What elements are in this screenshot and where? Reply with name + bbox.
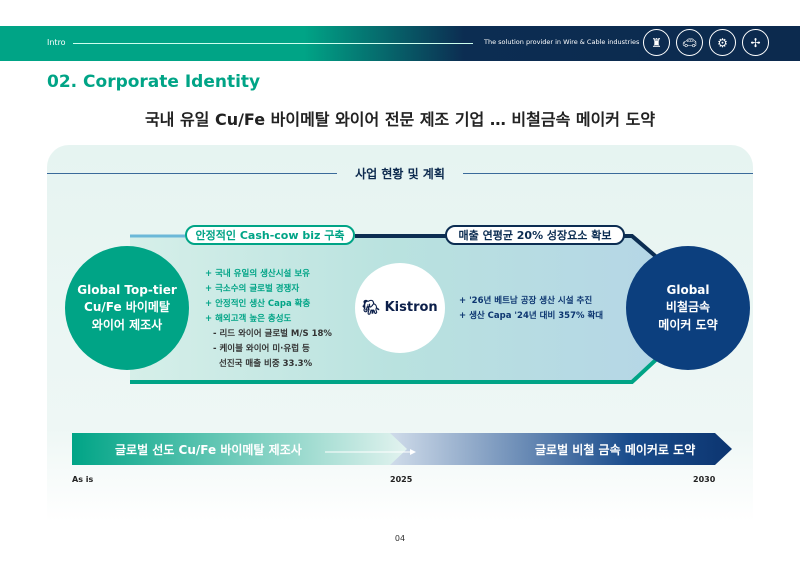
list-item: + 해외고객 높은 충성도: [205, 314, 292, 324]
list-item: + 생산 Capa '24년 대비 357% 확대: [459, 311, 604, 321]
circle-line: 와이어 제조사: [91, 317, 163, 332]
header-band: Intro The solution provider in Wire & Ca…: [0, 26, 800, 61]
ev-car-icon: 🚗︎: [676, 29, 703, 56]
page-title: 02. Corporate Identity: [47, 72, 261, 92]
list-item: + 국내 유일의 생산시설 보유: [205, 269, 310, 279]
appliance-icon: ⚙: [709, 29, 736, 56]
circle-line: Global Top-tier: [77, 282, 177, 297]
timeline-arrow-right: [390, 433, 732, 465]
section-title: 사업 현황 및 계획: [355, 167, 445, 181]
page-subtitle: 국내 유일 Cu/Fe 바이메탈 와이어 전문 제조 기업 … 비철금속 메이커…: [144, 110, 656, 129]
circle-line: 메이커 도약: [658, 317, 718, 332]
list-item: - 케이블 와이어 미·유럽 등: [213, 344, 310, 354]
tagline: The solution provider in Wire & Cable in…: [484, 38, 640, 46]
circle-line: Global: [666, 282, 710, 297]
pill-growth: 매출 연평균 20% 성장요소 확보: [445, 225, 625, 245]
list-item: + 극소수의 글로벌 경쟁자: [205, 284, 300, 294]
wind-turbine-icon: ✢: [742, 29, 769, 56]
power-tower-icon: ♜: [643, 29, 670, 56]
logo-text: Kistron: [384, 299, 438, 315]
divider: [463, 173, 753, 174]
list-item: + '26년 베트남 공장 생산 시설 추진: [459, 296, 593, 306]
circle-line: 비철금속: [665, 300, 711, 315]
circle-line: Cu/Fe 바이메탈: [84, 300, 170, 315]
list-item: - 리드 와이어 글로벌 M/S 18%: [213, 329, 332, 339]
section-label: Intro: [47, 38, 66, 47]
divider: [73, 43, 473, 44]
timeline-label-as-is: 글로벌 선도 Cu/Fe 바이메탈 제조사: [115, 442, 302, 457]
list-item: + 안정적인 생산 Capa 확충: [205, 299, 311, 309]
year-label: 2025: [390, 475, 413, 484]
left-list: + 국내 유일의 생산시설 보유 + 극소수의 글로벌 경쟁자 + 안정적인 생…: [205, 267, 332, 372]
pill-cash-cow: 안정적인 Cash-cow biz 구축: [185, 225, 355, 245]
list-item: 선진국 매출 비중 33.3%: [219, 359, 313, 369]
timeline-arrow-left: [72, 433, 412, 465]
year-label: As is: [72, 475, 94, 484]
timeline-label-to-be: 글로벌 비철 금속 메이커로 도약: [535, 442, 696, 457]
right-list: + '26년 베트남 공장 생산 시설 추진 + 생산 Capa '24년 대비…: [459, 294, 603, 324]
elephant-icon: 🐘︎: [362, 299, 381, 316]
divider: [47, 173, 337, 174]
kistron-logo: 🐘︎ Kistron: [355, 263, 445, 353]
year-label: 2030: [693, 475, 716, 484]
page-number: 04: [394, 534, 406, 543]
